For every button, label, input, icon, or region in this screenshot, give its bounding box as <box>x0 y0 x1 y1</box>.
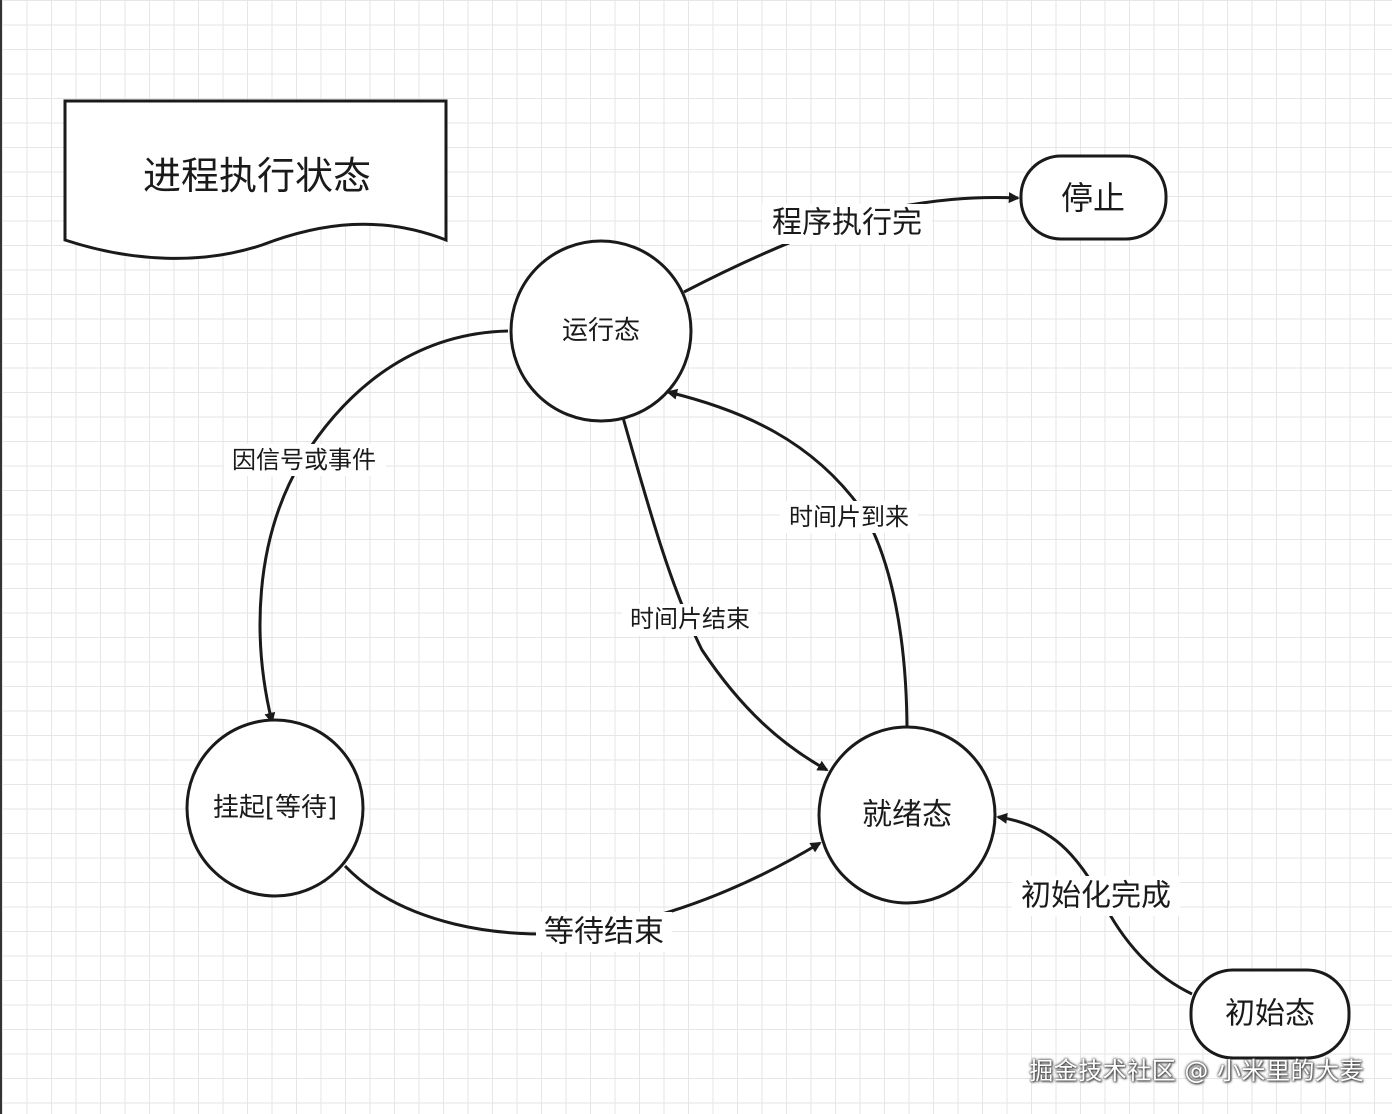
svg-text:停止: 停止 <box>1061 179 1125 217</box>
node-initial: 初始态 <box>1189 968 1351 1060</box>
node-suspended: 挂起[等待] <box>185 718 365 898</box>
node-stopped: 停止 <box>1019 154 1168 241</box>
edge-label-wait-end: 等待结束 <box>536 912 672 952</box>
svg-text:因信号或事件: 因信号或事件 <box>232 446 376 474</box>
edge-label-init-done: 初始化完成 <box>1012 876 1180 916</box>
svg-text:时间片到来: 时间片到来 <box>789 503 909 531</box>
node-running: 运行态 <box>509 239 693 423</box>
edge-label-slice-end: 时间片结束 <box>622 604 758 636</box>
edge-label-program-done: 程序执行完 <box>762 204 932 244</box>
edge-label-signal-event: 因信号或事件 <box>224 444 386 476</box>
edge-running-to-ready <box>620 413 829 772</box>
edge-label-slice-arrive: 时间片到来 <box>780 501 918 533</box>
svg-text:运行态: 运行态 <box>562 316 640 346</box>
diagram-title: 进程执行状态 <box>143 154 371 198</box>
svg-text:程序执行完: 程序执行完 <box>772 206 922 241</box>
svg-text:挂起[等待]: 挂起[等待] <box>213 793 337 823</box>
edge-running-to-suspended <box>258 329 509 724</box>
svg-text:时间片结束: 时间片结束 <box>630 605 750 633</box>
edge-ready-to-running <box>666 388 909 734</box>
svg-text:初始化完成: 初始化完成 <box>1021 879 1171 914</box>
svg-text:就绪态: 就绪态 <box>862 798 952 833</box>
title-box: 进程执行状态 <box>63 99 448 260</box>
watermark-text: 掘金技术社区 @ 小米里的大麦 <box>1029 1057 1364 1085</box>
svg-text:初始态: 初始态 <box>1225 997 1315 1032</box>
svg-text:等待结束: 等待结束 <box>544 915 664 950</box>
node-ready: 就绪态 <box>817 725 997 905</box>
